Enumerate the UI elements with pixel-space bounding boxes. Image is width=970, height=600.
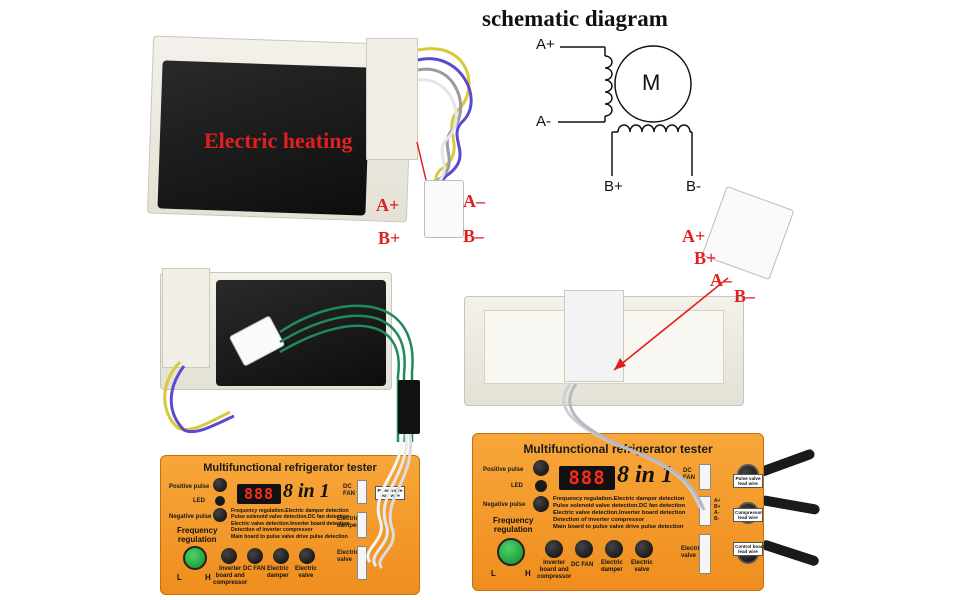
pin-label-b-minus: B– — [463, 226, 485, 246]
electric-valve-port-label-right: Electric valve — [681, 546, 703, 559]
tester-title-left: Multifunctional refrigerator tester — [203, 462, 377, 474]
valve-button-right[interactable] — [635, 540, 653, 558]
tester-board-right: Multifunctional refrigerator tester Posi… — [472, 433, 766, 591]
knob-low-label-left: L — [177, 573, 182, 582]
dc-fan-port-label-right: DC FAN — [683, 468, 695, 481]
damper-button-right[interactable] — [605, 540, 623, 558]
right-assembly-photo — [458, 280, 758, 410]
dc-fan-port-left[interactable] — [357, 480, 367, 504]
eight-in-one-label-left: 8 in 1 — [283, 480, 330, 502]
schematic-title: schematic diagram — [482, 6, 668, 31]
schematic-motor-label: M — [642, 70, 661, 95]
frequency-regulation-label-left: Frequency regulation — [177, 526, 218, 544]
positive-pulse-button-right[interactable] — [533, 460, 549, 476]
compressor-cable-2 — [759, 494, 821, 516]
electric-valve-port-left[interactable] — [357, 546, 367, 580]
dc-fan-label-left: DC FAN — [243, 566, 266, 572]
frequency-knob-right[interactable] — [497, 538, 525, 566]
led-indicator-right — [535, 480, 547, 492]
seven-segment-display-right: 888 — [559, 466, 615, 490]
compressor-cable-3 — [759, 538, 821, 568]
right-pin-label-a-plus: A+ — [682, 226, 706, 246]
port-pin-labels-right: A+ B+ A- B- — [714, 498, 721, 522]
left-assembly-photo — [150, 262, 430, 442]
electric-damper-port-left[interactable] — [357, 512, 367, 538]
red-pointer-arrow — [613, 277, 729, 371]
led-label-left: LED — [193, 498, 205, 504]
seven-segment-display-left: 888 — [237, 484, 281, 504]
negative-pulse-button-right[interactable] — [533, 496, 549, 512]
control-board-lead-tag-right: Control board lead wire — [733, 542, 766, 556]
negative-pulse-label-right: Negative pulse — [483, 502, 526, 508]
left-board-ribbon — [366, 433, 413, 570]
inverter-label-right: Inverter board and compressor — [537, 560, 572, 580]
knob-high-label-right: H — [525, 569, 531, 578]
dc-fan-port-label-left: DC FAN — [343, 484, 355, 497]
positive-pulse-button-left[interactable] — [213, 478, 227, 492]
heating-connector — [424, 180, 464, 238]
right-board-ribbon — [562, 383, 706, 511]
left-pin-header — [398, 380, 420, 434]
electric-valve-port-label-left: Electric valve — [337, 550, 359, 563]
pin-label-a-plus: A+ — [376, 195, 400, 215]
damper-button-left[interactable] — [273, 548, 289, 564]
electric-valve-port-right[interactable] — [699, 534, 711, 574]
valve-button-left[interactable] — [299, 548, 315, 564]
schematic-b-plus: B+ — [604, 178, 623, 195]
electric-damper-port-label-left: Electric damper — [337, 516, 359, 529]
inverter-label-left: Inverter board and compressor — [213, 566, 248, 586]
schematic-b-minus: B- — [686, 178, 701, 195]
damper-label-right: Electric damper — [601, 560, 623, 573]
frequency-regulation-label-right: Frequency regulation — [493, 516, 534, 534]
heating-unit-photo — [140, 30, 510, 250]
motor-housing — [366, 38, 418, 160]
positive-pulse-label-left: Positive pulse — [169, 484, 210, 490]
dc-fan-label-right: DC FAN — [571, 562, 594, 568]
pin-label-b-plus: B+ — [378, 228, 401, 248]
dc-fan-port-right[interactable] — [699, 464, 711, 490]
right-pin-label-b-plus: B+ — [694, 248, 717, 268]
features-description-right: Frequency regulation.Electric damper det… — [553, 496, 686, 530]
frequency-knob-left[interactable] — [183, 546, 207, 570]
features-description-left: Frequency regulation.Electric damper det… — [231, 508, 350, 540]
inverter-button-left[interactable] — [221, 548, 237, 564]
tester-board-left: Multifunctional refrigerator tester Posi… — [160, 455, 420, 595]
knob-high-label-left: H — [205, 573, 211, 582]
schematic-a-plus: A+ — [536, 36, 555, 53]
compressor-cable-1 — [756, 448, 816, 478]
schematic-a-minus: A- — [536, 113, 551, 130]
knob-low-label-right: L — [491, 569, 496, 578]
valve-label-left: Electric valve — [295, 566, 317, 579]
negative-pulse-label-left: Negative pulse — [169, 514, 212, 520]
tester-title-right: Multifunctional refrigerator tester — [523, 442, 713, 456]
electric-heating-label: Electric heating — [204, 128, 353, 153]
left-motor-housing — [162, 268, 210, 368]
led-label-right: LED — [511, 483, 523, 489]
negative-pulse-button-left[interactable] — [213, 508, 227, 522]
inverter-button-right[interactable] — [545, 540, 563, 558]
damper-label-left: Electric damper — [267, 566, 289, 579]
right-pin-label-a-minus: A– — [710, 270, 732, 290]
dc-fan-button-right[interactable] — [575, 540, 593, 558]
left-wires — [163, 304, 414, 442]
pulse-valve-lead-tag-right: Pulse valve lead wire — [733, 474, 763, 488]
right-pin-label-b-minus: B– — [734, 286, 756, 306]
led-indicator-left — [215, 496, 225, 506]
compressor-lead-tag-right: Compressor lead wire — [733, 508, 763, 522]
valve-label-right: Electric valve — [631, 560, 653, 573]
pin-label-a-minus: A– — [463, 191, 485, 211]
right-motor-housing — [564, 290, 624, 382]
positive-pulse-label-right: Positive pulse — [483, 467, 524, 473]
dc-fan-button-left[interactable] — [247, 548, 263, 564]
schematic-drawing — [558, 45, 693, 176]
